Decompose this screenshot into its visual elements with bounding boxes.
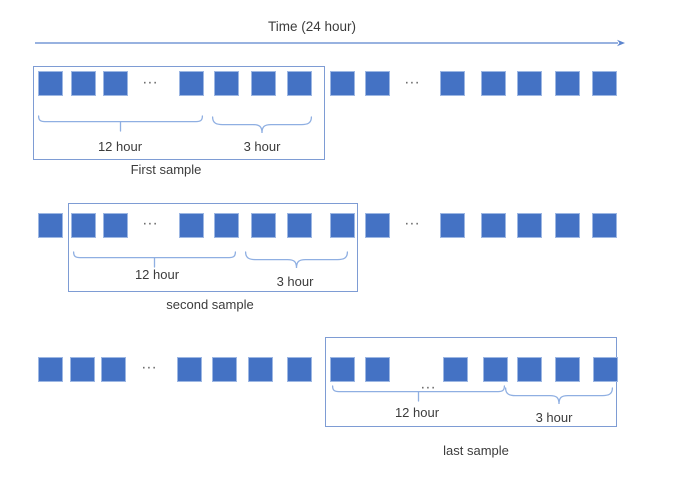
timeline-segment-square bbox=[517, 357, 542, 382]
timeline-segment-square bbox=[38, 357, 63, 382]
first-sample-label: First sample bbox=[130, 162, 202, 177]
timeline-segment-square bbox=[179, 71, 204, 96]
first-12h-label: 12 hour bbox=[97, 139, 143, 154]
timeline-segment-square bbox=[103, 71, 128, 96]
first-3h-label: 3 hour bbox=[243, 139, 281, 154]
timeline-segment-square bbox=[70, 357, 95, 382]
timeline-arrow-icon bbox=[35, 39, 625, 47]
timeline-segment-square bbox=[365, 357, 390, 382]
timeline-segment-square bbox=[440, 213, 465, 238]
timeline-segment-square bbox=[212, 357, 237, 382]
timeline-segment-square bbox=[481, 213, 506, 238]
timeline-segment-square bbox=[101, 357, 126, 382]
timeline-segment-square bbox=[179, 213, 204, 238]
timeline-segment-square bbox=[177, 357, 202, 382]
ellipsis-dots: ··· bbox=[143, 218, 159, 231]
last-sample-box bbox=[325, 337, 617, 427]
timeline-segment-square bbox=[592, 213, 617, 238]
last-3h-brace-icon bbox=[504, 387, 614, 405]
timeline-segment-square bbox=[555, 71, 580, 96]
timeline-segment-square bbox=[555, 357, 580, 382]
timeline-segment-square bbox=[248, 357, 273, 382]
timeline-segment-square bbox=[71, 213, 96, 238]
second-12h-bracket-icon bbox=[72, 251, 237, 268]
timeline-segment-square bbox=[517, 71, 542, 96]
timeline-segment-square bbox=[38, 71, 63, 96]
ellipsis-dots: ··· bbox=[405, 218, 421, 231]
timeline-segment-square bbox=[251, 71, 276, 96]
timeline-segment-square bbox=[38, 213, 63, 238]
timeline-segment-square bbox=[517, 213, 542, 238]
ellipsis-dots: ··· bbox=[142, 362, 158, 375]
timeline-segment-square bbox=[287, 71, 312, 96]
last-3h-label: 3 hour bbox=[535, 410, 573, 425]
second-sample-box bbox=[68, 203, 358, 292]
timeline-segment-square bbox=[287, 357, 312, 382]
last-12h-bracket-icon bbox=[331, 385, 506, 402]
timeline-segment-square bbox=[440, 71, 465, 96]
second-12h-label: 12 hour bbox=[134, 267, 180, 282]
timeline-segment-square bbox=[592, 71, 617, 96]
first-12h-bracket-icon bbox=[37, 115, 204, 132]
ellipsis-dots: ··· bbox=[405, 77, 421, 90]
timeline-segment-square bbox=[214, 213, 239, 238]
ellipsis-dots: ··· bbox=[421, 382, 437, 395]
timeline-segment-square bbox=[251, 213, 276, 238]
last-12h-label: 12 hour bbox=[394, 405, 440, 420]
first-3h-brace-icon bbox=[211, 116, 313, 134]
timeline-segment-square bbox=[71, 71, 96, 96]
timeline-segment-square bbox=[481, 71, 506, 96]
timeline-segment-square bbox=[483, 357, 508, 382]
second-sample-label: second sample bbox=[166, 297, 254, 312]
timeline-segment-square bbox=[365, 213, 390, 238]
timeline-segment-square bbox=[555, 213, 580, 238]
second-3h-label: 3 hour bbox=[276, 274, 314, 289]
timeline-segment-square bbox=[103, 213, 128, 238]
first-sample-box bbox=[33, 66, 325, 160]
timeline-segment-square bbox=[330, 357, 355, 382]
last-sample-label: last sample bbox=[443, 443, 509, 458]
timeline-segment-square bbox=[443, 357, 468, 382]
timeline-segment-square bbox=[593, 357, 618, 382]
ellipsis-dots: ··· bbox=[143, 77, 159, 90]
second-3h-brace-icon bbox=[244, 251, 349, 269]
timeline-segment-square bbox=[330, 213, 355, 238]
timeline-segment-square bbox=[287, 213, 312, 238]
timeline-title: Time (24 hour) bbox=[267, 19, 357, 34]
timeline-segment-square bbox=[214, 71, 239, 96]
timeline-segment-square bbox=[365, 71, 390, 96]
timeline-segment-square bbox=[330, 71, 355, 96]
